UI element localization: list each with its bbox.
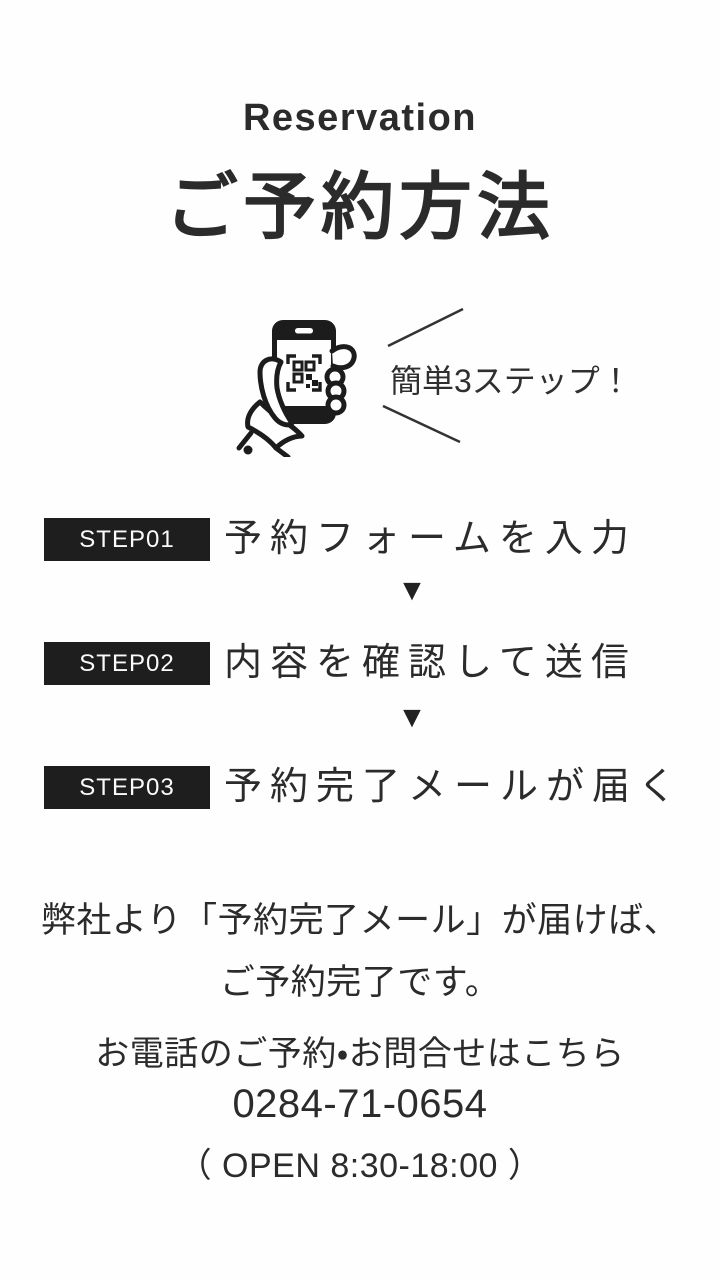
completion-note-line1: 弊社より「予約完了メール」が届けば、	[40, 901, 680, 940]
arrow-down-icon: ▼	[397, 701, 427, 734]
step1-badge: STEP01	[44, 518, 210, 561]
smartphone-qr-hand-icon	[236, 320, 357, 457]
balloon-text: 簡単3ステップ！	[390, 363, 632, 399]
step1-label: 予約フォームを入力	[224, 518, 637, 560]
hand	[236, 344, 357, 457]
step2-label: 内容を確認して送信	[224, 642, 637, 684]
balloon-line-top	[387, 307, 464, 348]
phone-contact-lead: お電話のご予約・お問合せはこちら	[95, 1035, 625, 1073]
step2-badge: STEP02	[44, 642, 210, 685]
step3-badge: STEP03	[44, 766, 210, 809]
phone-speaker	[295, 328, 313, 334]
step3-label: 予約完了メールが届く	[224, 766, 685, 808]
qr-code-glyph	[286, 354, 322, 392]
arrow-down-icon: ▼	[397, 574, 427, 607]
completion-note-line2: ご予約完了です。	[219, 963, 501, 1002]
phone-number: 0284-71-0654	[232, 1082, 488, 1126]
page-title: ご予約方法	[165, 167, 555, 248]
balloon-line-bottom	[382, 404, 461, 444]
phone-screen	[277, 340, 331, 406]
section-eyebrow: Reservation	[242, 97, 478, 139]
balloon-emphasis-lines	[382, 307, 464, 444]
open-hours: （ OPEN 8:30-18:00 ）	[177, 1147, 543, 1185]
